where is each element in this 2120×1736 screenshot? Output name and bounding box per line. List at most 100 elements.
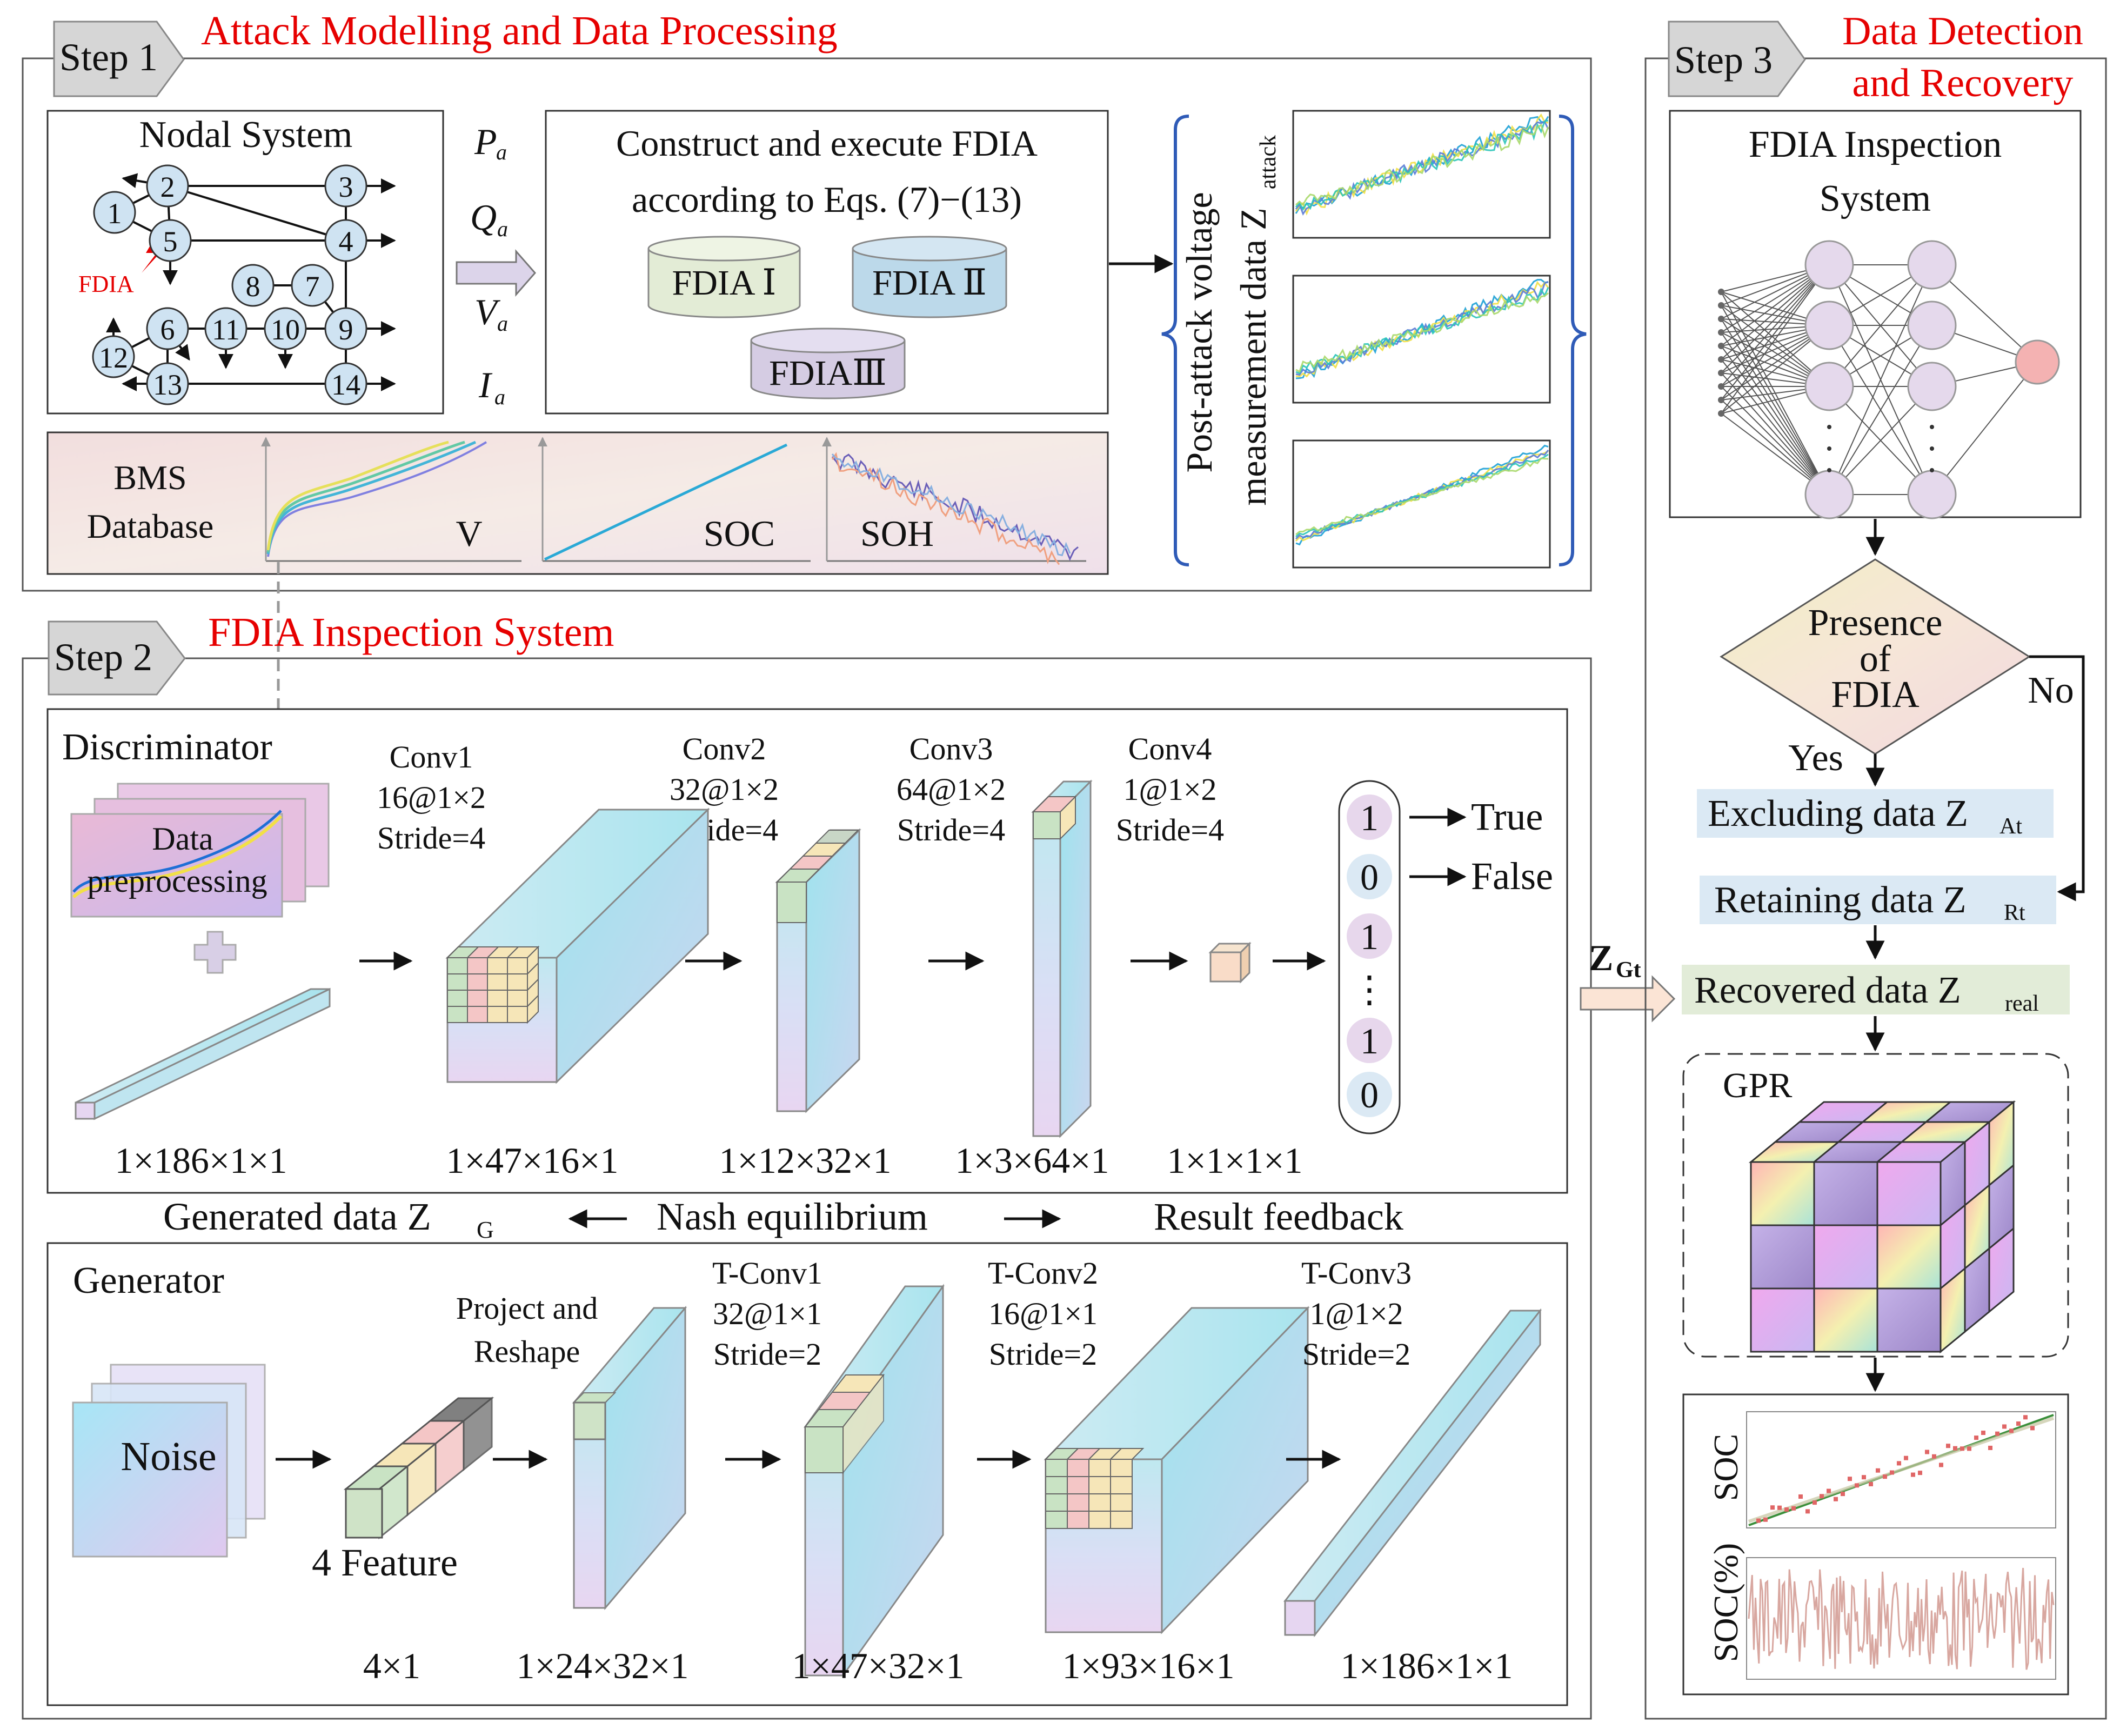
step2-frame [22, 657, 1592, 1720]
fdia-type-2: FDIA Ⅱ [852, 236, 1007, 318]
node-label: 13 [153, 369, 182, 401]
gen-dim-4: 1×186×1×1 [1340, 1645, 1513, 1686]
neural-network-icon [1718, 240, 2060, 519]
step2-title: FDIA Inspection System [208, 610, 614, 655]
disc-input-vector [75, 987, 331, 1120]
output-value-5: 0 [1360, 1074, 1379, 1116]
zgt-label: Z [1589, 937, 1613, 978]
node-label: 1 [108, 197, 122, 230]
node-label: 7 [305, 270, 320, 303]
gpr-label: GPR [1723, 1066, 1792, 1105]
post-attack-sub: attack [1256, 135, 1281, 189]
disc-dim-3: 1×3×64×1 [955, 1140, 1109, 1181]
node-6: 6 [146, 307, 189, 350]
step3-title-line1: Data Detection [1842, 9, 2083, 54]
soc-axis-label: SOC [1707, 1434, 1745, 1501]
tconv1-stride: Stride=2 [713, 1337, 821, 1372]
conv4-filters: 1@1×2 [1123, 772, 1216, 807]
node-label: 5 [163, 225, 178, 258]
output-value-0: 1 [1360, 797, 1379, 838]
construct-line2: according to Eqs. (7)−(13) [632, 179, 1022, 220]
node-label: 6 [160, 313, 175, 346]
conv4-name: Conv4 [1128, 731, 1212, 766]
inspection-box [1669, 110, 2082, 518]
output-value-1: 0 [1360, 857, 1379, 898]
yes-label: Yes [1788, 737, 1843, 779]
discriminator-title: Discriminator [62, 726, 272, 768]
output-value-3: ⋮ [1351, 969, 1388, 1010]
excluding-label: Excluding data Z [1708, 793, 1968, 834]
gpr-cube [1748, 1100, 2016, 1354]
recovered-sub: real [2005, 991, 2039, 1016]
decision-line2: of [1860, 638, 1891, 680]
feedback-label: Result feedback [1154, 1195, 1403, 1238]
node-14: 14 [324, 362, 367, 405]
step2-badge: Step 2 [48, 620, 186, 696]
decision-line3: FDIA [1831, 674, 1920, 716]
socpct-axis-label: SOC(%) [1707, 1543, 1745, 1662]
node-label: 4 [339, 225, 353, 258]
excluding-box [1697, 789, 2054, 838]
plus-icon [193, 931, 237, 974]
step2-badge-label: Step 2 [54, 636, 152, 679]
node-8: 8 [231, 264, 275, 307]
step3-title-line2: and Recovery [1853, 61, 2074, 105]
node-13: 13 [146, 362, 189, 405]
zgt-arrow: Z Gt [1580, 937, 1676, 1023]
gen-dim-1: 1×24×32×1 [516, 1645, 688, 1686]
attack-plot-3 [1292, 439, 1551, 569]
conv3-filters: 64@1×2 [897, 772, 1006, 807]
tconv2-name: T-Conv2 [988, 1256, 1098, 1291]
conv3-label: Conv3 64@1×2 Stride=4 [897, 731, 1006, 847]
step3-badge: Step 3 [1668, 21, 1806, 97]
noise-label: Noise [121, 1434, 216, 1479]
gen-dims: 4×1 1×24×32×1 1×47×32×1 1×93×16×1 1×186×… [363, 1645, 1513, 1686]
node-7: 7 [291, 264, 334, 307]
param-q: Q [470, 197, 497, 238]
node-label: 2 [160, 171, 175, 203]
project-line1: Project and [456, 1291, 598, 1326]
conv4-label: Conv4 1@1×2 Stride=4 [1116, 731, 1224, 847]
nodal-system-title: Nodal System [139, 114, 353, 156]
param-v-sub: a [497, 311, 508, 336]
generator-title: Generator [73, 1260, 224, 1301]
step3-badge-label: Step 3 [1674, 38, 1773, 82]
node-11: 11 [204, 307, 248, 350]
node-label: 3 [339, 171, 353, 203]
bms-line2: Database [87, 507, 214, 545]
inspection-line2: System [1820, 178, 1931, 219]
inspection-line1: FDIA Inspection [1749, 124, 2002, 165]
bms-plot-soh-label: SOH [860, 513, 934, 554]
node-label: 10 [271, 313, 300, 346]
bms-plot-soc: SOC [538, 437, 811, 562]
conv1-name: Conv1 [390, 739, 473, 774]
node-10: 10 [264, 307, 307, 350]
excluding-sub: At [1999, 814, 2022, 839]
gen-output-vector [1283, 1308, 1542, 1638]
attack-plot-2 [1292, 275, 1551, 404]
conv3-stride: Stride=4 [897, 812, 1005, 847]
params-column: P a Q a V a I a [456, 121, 536, 409]
step1-frame [22, 57, 1592, 592]
bms-database-box [46, 431, 1109, 575]
bms-plot-v-label: V [456, 513, 482, 554]
conv1-block [445, 807, 710, 1084]
param-p: P [474, 121, 497, 162]
nash-label: Nash equilibrium [657, 1195, 928, 1238]
zgt-sub: Gt [1616, 958, 1641, 983]
disc-dims: 1×186×1×1 1×47×16×1 1×12×32×1 1×3×64×1 1… [115, 1140, 1302, 1181]
step1-title: Attack Modelling and Data Processing [201, 8, 838, 54]
retaining-box [1700, 876, 2056, 924]
gen-dim-3: 1×93×16×1 [1062, 1645, 1234, 1686]
tconv1-filters: 32@1×1 [713, 1296, 822, 1331]
node-label: 12 [99, 342, 128, 374]
node-9: 9 [324, 307, 367, 350]
tconv3-stride: Stride=2 [1302, 1337, 1410, 1372]
conv3-name: Conv3 [909, 731, 993, 766]
param-i-sub: a [494, 385, 505, 409]
disc-dim-1: 1×47×16×1 [446, 1140, 618, 1181]
data-pre-line2: preprocessing [87, 863, 267, 899]
tconv2-filters: 16@1×1 [988, 1296, 1098, 1331]
disc-dim-4: 1×1×1×1 [1167, 1140, 1302, 1181]
node-2: 2 [146, 164, 189, 208]
